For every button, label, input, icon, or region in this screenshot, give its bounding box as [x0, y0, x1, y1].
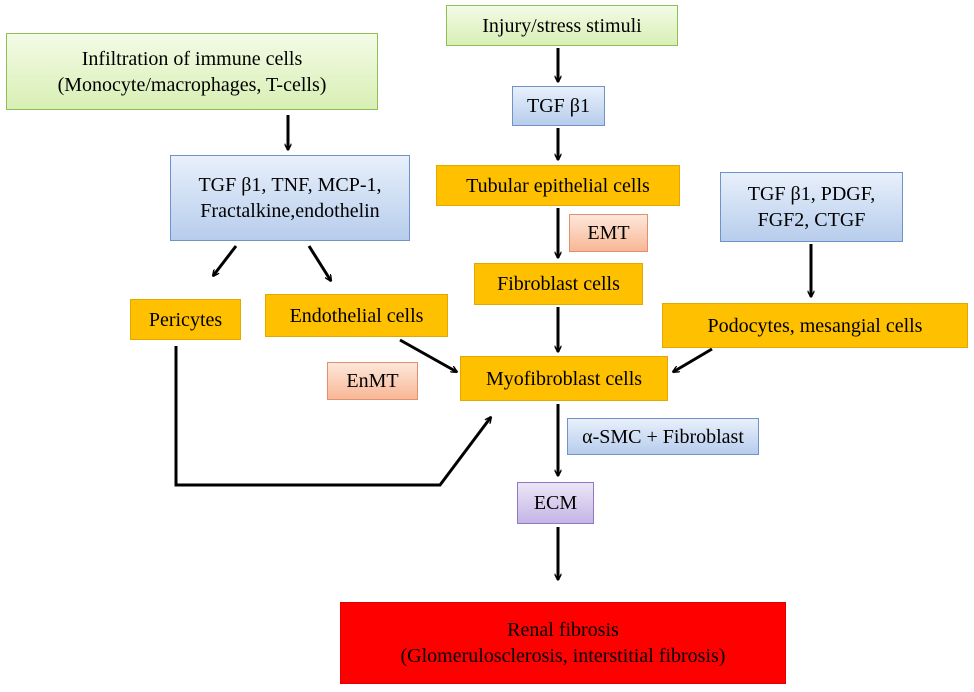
endothelial-cells-box: Endothelial cells	[265, 294, 448, 337]
arrow-mediators-to-endothelial	[307, 245, 333, 281]
enmt-box: EnMT	[327, 362, 418, 400]
myofibroblast-cells-label: Myofibroblast cells	[485, 367, 643, 390]
tubular-epithelial-label: Tubular epithelial cells	[466, 174, 650, 197]
immune-infiltration-line1: Infiltration of immune cells	[81, 47, 303, 70]
injury-stimuli-box: Injury/stress stimuli	[446, 5, 678, 46]
growth-factors-line1: TGF β1, PDGF,	[747, 183, 876, 205]
immune-infiltration-box: Infiltration of immune cells (Monocyte/m…	[6, 33, 378, 110]
growth-factors-box: TGF β1, PDGF, FGF2, CTGF	[720, 172, 903, 242]
inflammatory-mediators-line2: Fractalkine,endothelin	[200, 200, 380, 222]
arrow-podocytes-to-myofibroblast	[673, 347, 713, 374]
pericytes-box: Pericytes	[130, 299, 241, 340]
pericytes-label: Pericytes	[148, 308, 223, 331]
emt-box: EMT	[569, 214, 648, 252]
podocytes-mesangial-label: Podocytes, mesangial cells	[707, 314, 923, 337]
tgf-beta1-box: TGF β1	[512, 86, 605, 126]
podocytes-mesangial-box: Podocytes, mesangial cells	[662, 303, 968, 348]
inflammatory-mediators-box: TGF β1, TNF, MCP-1, Fractalkine,endothel…	[170, 155, 410, 241]
inflammatory-mediators-line1: TGF β1, TNF, MCP-1,	[198, 174, 382, 196]
enmt-label: EnMT	[346, 370, 399, 392]
arrow-mediators-to-pericytes	[213, 245, 238, 276]
renal-fibrosis-line1: Renal fibrosis	[507, 619, 619, 641]
growth-factors-line2: FGF2, CTGF	[757, 209, 866, 231]
fibroblast-cells-box: Fibroblast cells	[474, 263, 643, 305]
asmc-fibroblast-label: α-SMC + Fibroblast	[582, 425, 744, 448]
renal-fibrosis-line2: (Glomerulosclerosis, interstitial fibros…	[400, 645, 726, 667]
emt-label: EMT	[587, 222, 630, 244]
myofibroblast-cells-box: Myofibroblast cells	[460, 356, 668, 401]
endothelial-cells-label: Endothelial cells	[289, 304, 424, 327]
tgf-beta1-label: TGF β1	[527, 95, 590, 117]
tubular-epithelial-box: Tubular epithelial cells	[436, 165, 680, 206]
asmc-fibroblast-box: α-SMC + Fibroblast	[567, 418, 759, 455]
injury-stimuli-label: Injury/stress stimuli	[482, 14, 642, 37]
fibroblast-cells-label: Fibroblast cells	[497, 273, 620, 295]
ecm-label: ECM	[533, 492, 578, 514]
renal-fibrosis-box: Renal fibrosis (Glomerulosclerosis, inte…	[340, 602, 786, 684]
ecm-box: ECM	[517, 482, 594, 524]
immune-infiltration-line2: (Monocyte/macrophages, T-cells)	[57, 73, 327, 96]
